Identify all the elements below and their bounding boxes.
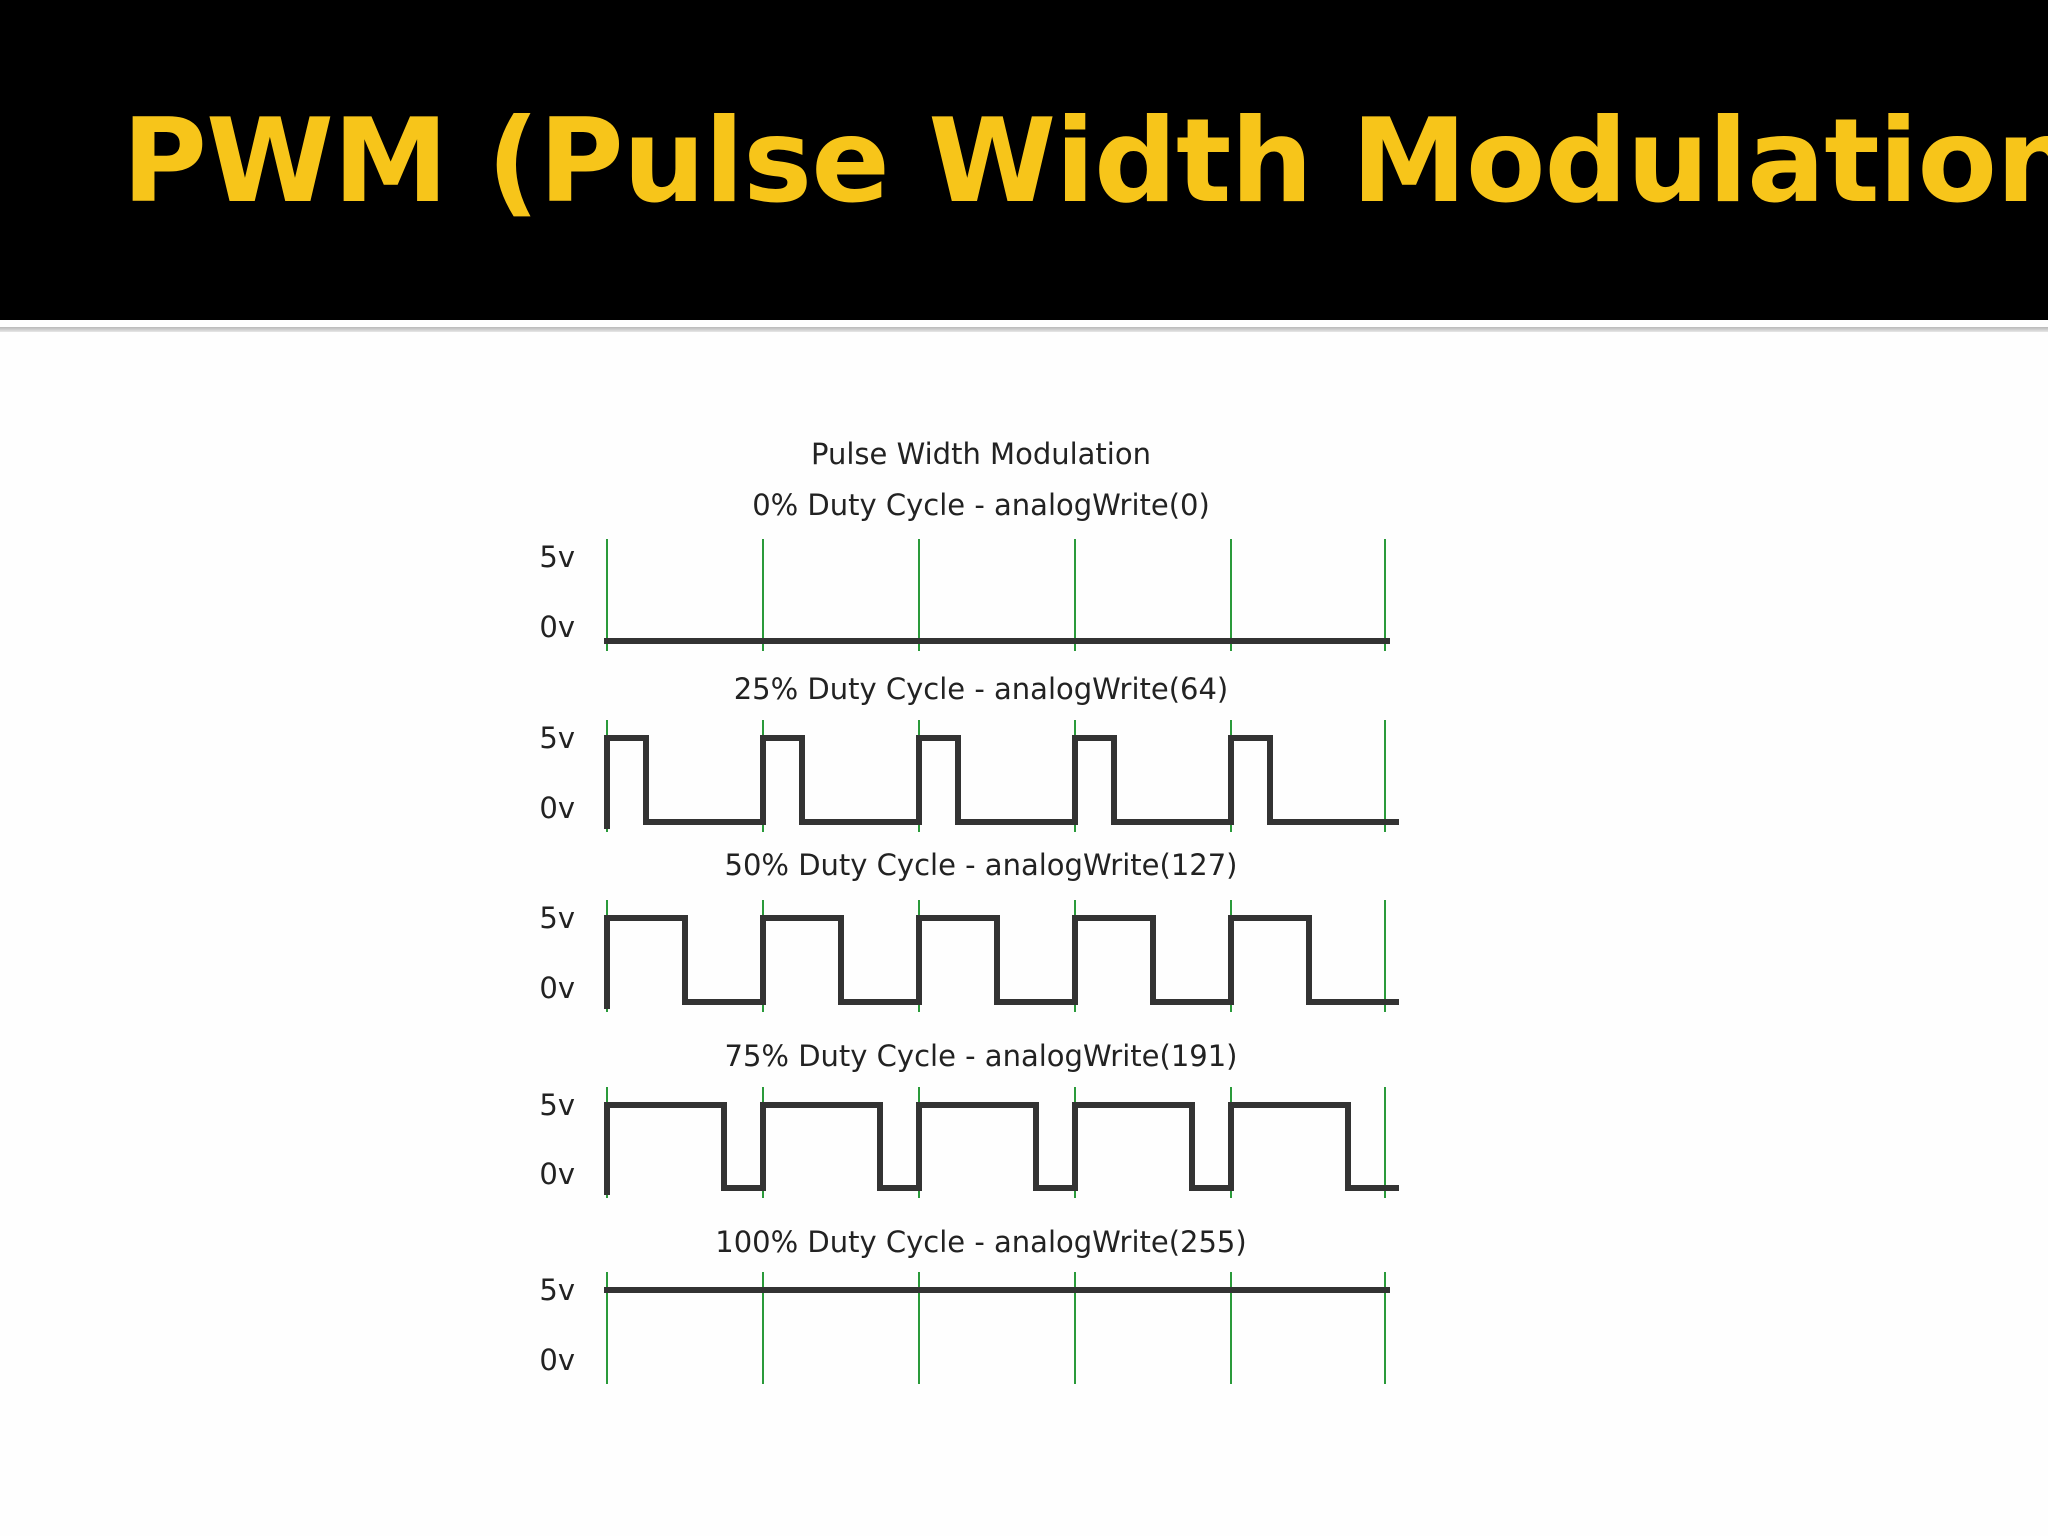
high-voltage-label: 5v	[539, 1273, 575, 1307]
title-divider	[0, 327, 2048, 332]
slide-title: PWM (Pulse Width Modulation)	[122, 94, 2048, 229]
low-voltage-label: 0v	[539, 1343, 575, 1377]
pwm-waveform	[604, 735, 1399, 829]
high-voltage-label: 5v	[539, 540, 575, 574]
low-voltage-label: 0v	[539, 971, 575, 1005]
high-voltage-label: 5v	[539, 901, 575, 935]
panel-caption: 50% Duty Cycle - analogWrite(127)	[725, 848, 1238, 882]
high-voltage-label: 5v	[539, 1088, 575, 1122]
panel-caption: 0% Duty Cycle - analogWrite(0)	[752, 488, 1210, 522]
pwm-waveform	[604, 1102, 1399, 1195]
panel-caption: 25% Duty Cycle - analogWrite(64)	[734, 672, 1229, 706]
panel-caption: 100% Duty Cycle - analogWrite(255)	[715, 1225, 1246, 1259]
low-voltage-label: 0v	[539, 1157, 575, 1191]
pwm-waveform	[604, 915, 1399, 1009]
low-voltage-label: 0v	[539, 610, 575, 644]
low-voltage-label: 0v	[539, 791, 575, 825]
diagram-heading: Pulse Width Modulation	[811, 437, 1151, 471]
title-bar: PWM (Pulse Width Modulation)	[0, 0, 2048, 320]
high-voltage-label: 5v	[539, 721, 575, 755]
panel-caption: 75% Duty Cycle - analogWrite(191)	[725, 1039, 1238, 1073]
